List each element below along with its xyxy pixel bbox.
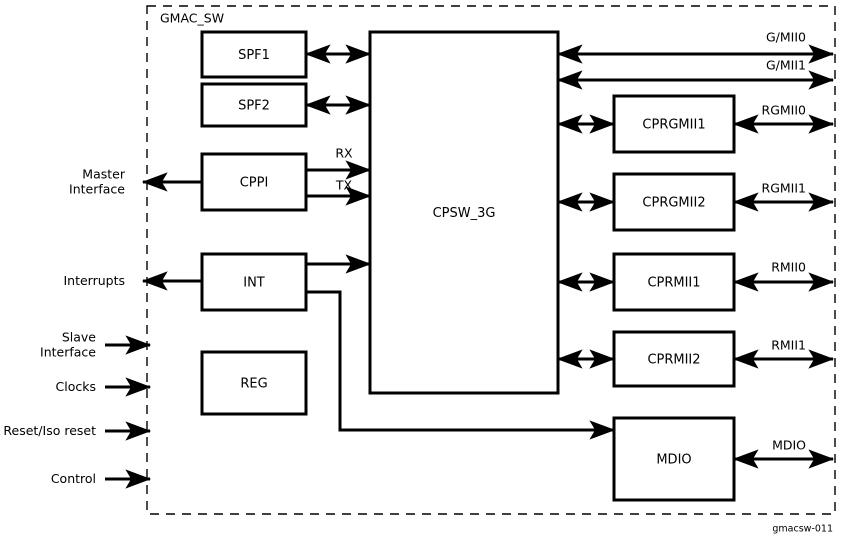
port-mdio-ext: MDIO [732,438,835,469]
block-cpsw3g[interactable]: CPSW_3G [368,30,560,395]
figure-caption-group: gmacsw-011 [772,524,833,535]
block-rect-reg[interactable] [200,350,308,416]
port-control: Control [51,469,152,489]
block-rect-cppi[interactable] [200,152,308,212]
block-label-spf1: SPF1 [238,48,270,63]
port-label-rgmii0: RGMII0 [762,103,807,118]
block-rect-cprgmii1[interactable] [612,94,736,154]
port-label-rmii0: RMII0 [771,260,806,275]
block-label-cprmii2: CPRMII2 [647,353,700,368]
block-label-cprgmii2: CPRGMII2 [642,196,705,211]
connection-label-cpsw-cppi-rx: RX [335,146,353,161]
port-rmii0: RMII0 [732,260,835,292]
connection-cpsw-cppi-rx: RX [306,146,372,180]
port-label-rmii1: RMII1 [771,338,806,353]
block-label-mdio: MDIO [656,453,691,468]
port-rmii1: RMII1 [732,338,835,369]
block-spf1[interactable]: SPF1 [200,30,308,79]
connection-cpsw-cppi-tx: TX [306,178,372,206]
block-int[interactable]: INT [200,252,308,312]
block-label-cprgmii1: CPRGMII1 [642,118,705,133]
block-rect-spf1[interactable] [200,30,308,79]
block-cprgmii2[interactable]: CPRGMII2 [612,172,736,232]
block-label-cpsw3g: CPSW_3G [433,206,496,221]
block-rect-cprgmii2[interactable] [612,172,736,232]
block-reg[interactable]: REG [200,350,308,416]
figure-caption: gmacsw-011 [772,524,833,535]
block-label-spf2: SPF2 [238,99,270,114]
port-label-interrupts: Interrupts [63,273,125,288]
block-cppi[interactable]: CPPI [200,152,308,212]
port-label-clocks: Clocks [56,379,96,394]
block-cprmii2[interactable]: CPRMII2 [612,330,736,388]
port-label-gmii0: G/MII0 [766,30,806,45]
port-reset-iso-reset: Reset/Iso reset [3,421,152,441]
block-rect-mdio[interactable] [612,416,736,502]
port-label-gmii1: G/MII1 [766,58,806,73]
port-interrupts: Interrupts [63,271,202,291]
block-rect-spf2[interactable] [200,82,308,128]
block-mdio[interactable]: MDIO [612,416,736,502]
block-label-cprmii1: CPRMII1 [647,276,700,291]
block-cprmii1[interactable]: CPRMII1 [612,252,736,312]
block-spf2[interactable]: SPF2 [200,82,308,128]
port-rgmii0: RGMII0 [732,103,835,134]
internal-connection-group: RX TX [304,44,616,440]
block-label-cppi: CPPI [240,176,269,191]
block-cprgmii1[interactable]: CPRGMII1 [612,94,736,154]
port-gmii0: G/MII0 [556,30,835,64]
block-rect-cpsw3g[interactable] [368,30,560,395]
gmac-sw-boundary-group: GMAC_SW [146,5,836,515]
port-label-mdio-ext: MDIO [772,438,806,453]
gmac-sw-boundary-label: GMAC_SW [160,11,224,26]
block-rect-int[interactable] [200,252,308,312]
port-label-rgmii1: RGMII1 [762,181,806,196]
block-rect-cprmii2[interactable] [612,330,736,388]
connection-mdio-int [306,290,616,440]
port-rgmii1: RGMII1 [732,181,835,212]
block-rect-cprmii1[interactable] [612,252,736,312]
block-label-reg: REG [240,377,267,392]
port-label-reset-iso-reset: Reset/Iso reset [3,423,96,438]
gmac-sw-boundary [146,5,836,515]
port-gmii1: G/MII1 [556,58,835,90]
block-label-int: INT [243,276,265,291]
port-label-control: Control [51,471,96,486]
connection-label-cpsw-cppi-tx: TX [335,178,353,193]
port-clocks: Clocks [56,377,152,397]
connection-line-mdio-int [306,290,616,440]
